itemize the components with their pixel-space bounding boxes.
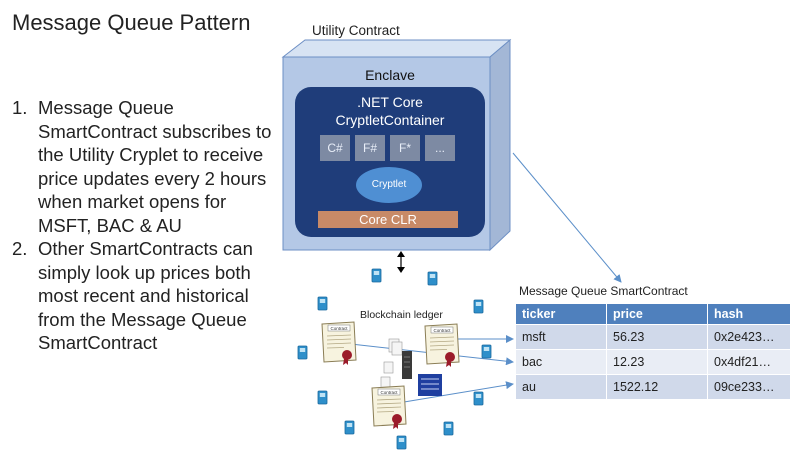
contract-document-icon: Contract bbox=[321, 321, 357, 366]
node-icon bbox=[481, 344, 492, 359]
container-title-line: CryptletContainer bbox=[335, 112, 445, 128]
message-queue-table: ticker price hash msft 56.23 0x2e423… ba… bbox=[515, 303, 791, 400]
cell-price: 12.23 bbox=[606, 349, 708, 375]
node-icon bbox=[473, 299, 484, 314]
node-icon bbox=[443, 421, 454, 436]
double-arrow bbox=[397, 251, 405, 273]
step-item: 1. Message Queue SmartContract subscribe… bbox=[12, 96, 274, 237]
cell-hash: 0x2e423… bbox=[707, 324, 791, 350]
column-header-ticker: ticker bbox=[515, 303, 607, 325]
cryptlet-ellipse: Cryptlet bbox=[356, 167, 422, 203]
node-icon bbox=[317, 390, 328, 405]
core-clr-bar: Core CLR bbox=[318, 211, 458, 228]
enclave-label: Enclave bbox=[365, 67, 415, 83]
cell-hash: 09ce233… bbox=[707, 374, 791, 400]
contract-doc-title: Contract bbox=[433, 328, 451, 333]
arrow-to-message-queue bbox=[512, 152, 622, 283]
arrow-to-row-au bbox=[391, 381, 514, 405]
contract-document-icon: Contract bbox=[424, 323, 460, 368]
ledger-documents-icon bbox=[380, 338, 403, 389]
node-icon bbox=[371, 268, 382, 283]
contract-doc-title: Contract bbox=[380, 390, 398, 395]
contract-document-icon: Contract bbox=[371, 385, 407, 430]
table-header-row: ticker price hash bbox=[515, 303, 791, 325]
node-icon bbox=[473, 391, 484, 406]
language-box: F# bbox=[355, 135, 385, 161]
blockchain-ledger-label: Blockchain ledger bbox=[360, 309, 443, 321]
step-text: Message Queue SmartContract subscribes t… bbox=[38, 97, 272, 236]
table-row: msft 56.23 0x2e423… bbox=[515, 324, 791, 350]
table-row: bac 12.23 0x4df21… bbox=[515, 349, 791, 375]
step-number: 2. bbox=[12, 238, 28, 259]
cell-price: 56.23 bbox=[606, 324, 708, 350]
node-icon bbox=[427, 271, 438, 286]
cryptlet-container-title: .NET Core CryptletContainer bbox=[295, 93, 485, 129]
node-icon bbox=[396, 435, 407, 450]
utility-contract-label: Utility Contract bbox=[312, 23, 400, 38]
cell-price: 1522.12 bbox=[606, 374, 708, 400]
step-number: 1. bbox=[12, 97, 28, 118]
cell-hash: 0x4df21… bbox=[707, 349, 791, 375]
page-title: Message Queue Pattern bbox=[12, 10, 251, 35]
column-header-price: price bbox=[606, 303, 708, 325]
contract-doc-title: Contract bbox=[330, 326, 348, 331]
steps-list: 1. Message Queue SmartContract subscribe… bbox=[12, 96, 274, 355]
server-icon bbox=[402, 351, 412, 379]
language-box: ... bbox=[425, 135, 455, 161]
cell-ticker: bac bbox=[515, 349, 607, 375]
cell-ticker: au bbox=[515, 374, 607, 400]
cell-ticker: msft bbox=[515, 324, 607, 350]
language-box: C# bbox=[320, 135, 350, 161]
node-icon bbox=[317, 296, 328, 311]
node-icon bbox=[297, 345, 308, 360]
language-box: F* bbox=[390, 135, 420, 161]
container-title-line: .NET Core bbox=[357, 94, 423, 110]
cryptlet-container-box bbox=[295, 87, 485, 237]
node-icon bbox=[344, 420, 355, 435]
step-text: Other SmartContracts can simply look up … bbox=[38, 238, 253, 353]
table-row: au 1522.12 09ce233… bbox=[515, 374, 791, 400]
column-header-hash: hash bbox=[707, 303, 791, 325]
step-item: 2. Other SmartContracts can simply look … bbox=[12, 237, 274, 355]
database-icon bbox=[418, 374, 442, 396]
message-queue-label: Message Queue SmartContract bbox=[519, 284, 688, 298]
